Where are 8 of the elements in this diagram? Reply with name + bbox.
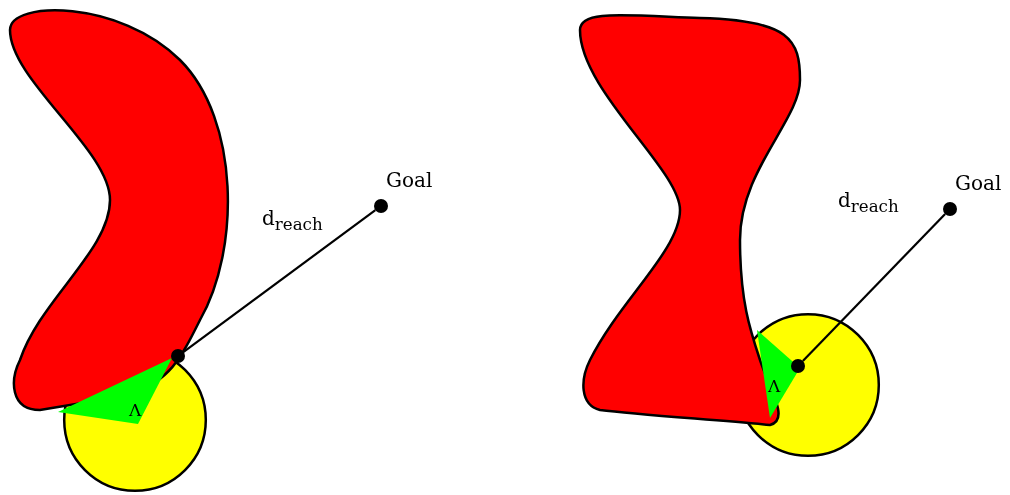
goal-label: Goal <box>955 171 1002 195</box>
distance-line <box>802 213 946 362</box>
angle-label: Λ <box>768 376 781 396</box>
edge-label: d$_{reach}$ <box>838 188 899 216</box>
edge-label: d$_{reach}$ <box>262 206 323 234</box>
angle-label: Λ <box>129 400 142 420</box>
goal-label: Goal <box>386 168 433 192</box>
distance-line <box>182 209 377 353</box>
